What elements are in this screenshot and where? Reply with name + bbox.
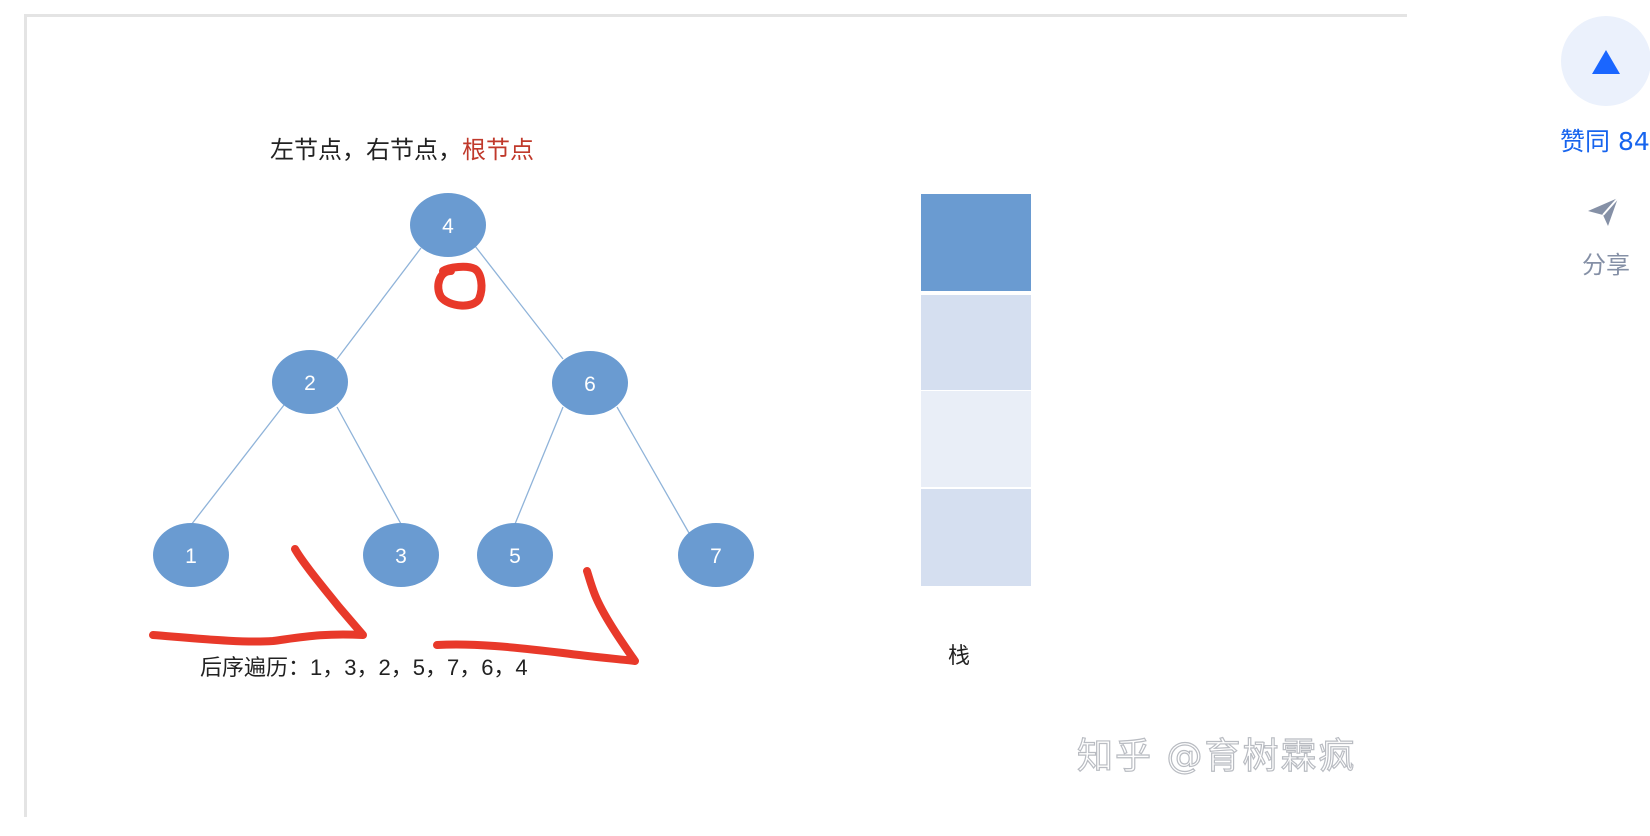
traversal-caption: 后序遍历：1，3，2，5，7，6，4 [200,655,528,681]
traversal-diagram: 左节点，右节点，根节点 4 2 6 1 3 [149,136,1031,681]
heading-root-node: 根节点 [462,136,534,164]
red-arrow-left [149,545,367,646]
stack-label: 栈 [948,644,970,669]
tree-node-7: 7 [678,523,754,587]
traversal-prefix: 后序遍历： [200,656,310,681]
paper-plane-icon [1588,197,1619,226]
node-label: 6 [584,373,596,396]
edge-4-2 [336,247,422,360]
triangle-up-icon [1592,50,1620,74]
red-annotations [149,262,639,665]
stack-cell [921,295,1031,390]
zhihu-watermark: 知乎 @育树霖疯 [1076,735,1357,777]
traversal-sequence: 1，3，2，5，7，6，4 [310,655,528,680]
node-label: 5 [509,545,521,568]
node-label: 2 [304,372,316,395]
article-figure: 左节点，右节点，根节点 4 2 6 1 3 [24,14,1407,817]
tree-node-5: 5 [477,523,553,587]
edge-6-7 [616,406,690,534]
tree-node-3: 3 [363,523,439,587]
node-label: 1 [185,545,197,568]
edge-4-6 [474,245,564,360]
heading-part1: 左节点，右节点， [270,136,462,164]
stack-cell [921,391,1031,487]
edge-6-5 [514,406,564,525]
tree-node-2: 2 [272,350,348,414]
edge-2-3 [336,406,402,525]
stack [921,194,1031,586]
tree-node-1: 1 [153,523,229,587]
diagram-heading: 左节点，右节点，根节点 [270,136,534,164]
node-label: 7 [710,545,722,568]
stack-cell-top [921,194,1031,291]
stack-cell [921,489,1031,586]
tree-node-6: 6 [552,351,628,415]
edge-2-1 [190,404,285,526]
share-label: 分享 [1582,251,1630,279]
tree-edges [190,245,690,534]
share-button[interactable]: 分享 [1576,195,1636,285]
tree-node-4: 4 [410,193,486,257]
upvote-count-label[interactable]: 赞同 84 [1560,127,1650,156]
red-circle-mark [434,262,486,310]
red-arrow-right [433,567,639,665]
node-label: 3 [395,545,407,568]
node-label: 4 [442,215,454,238]
upvote-button[interactable] [1561,16,1650,106]
